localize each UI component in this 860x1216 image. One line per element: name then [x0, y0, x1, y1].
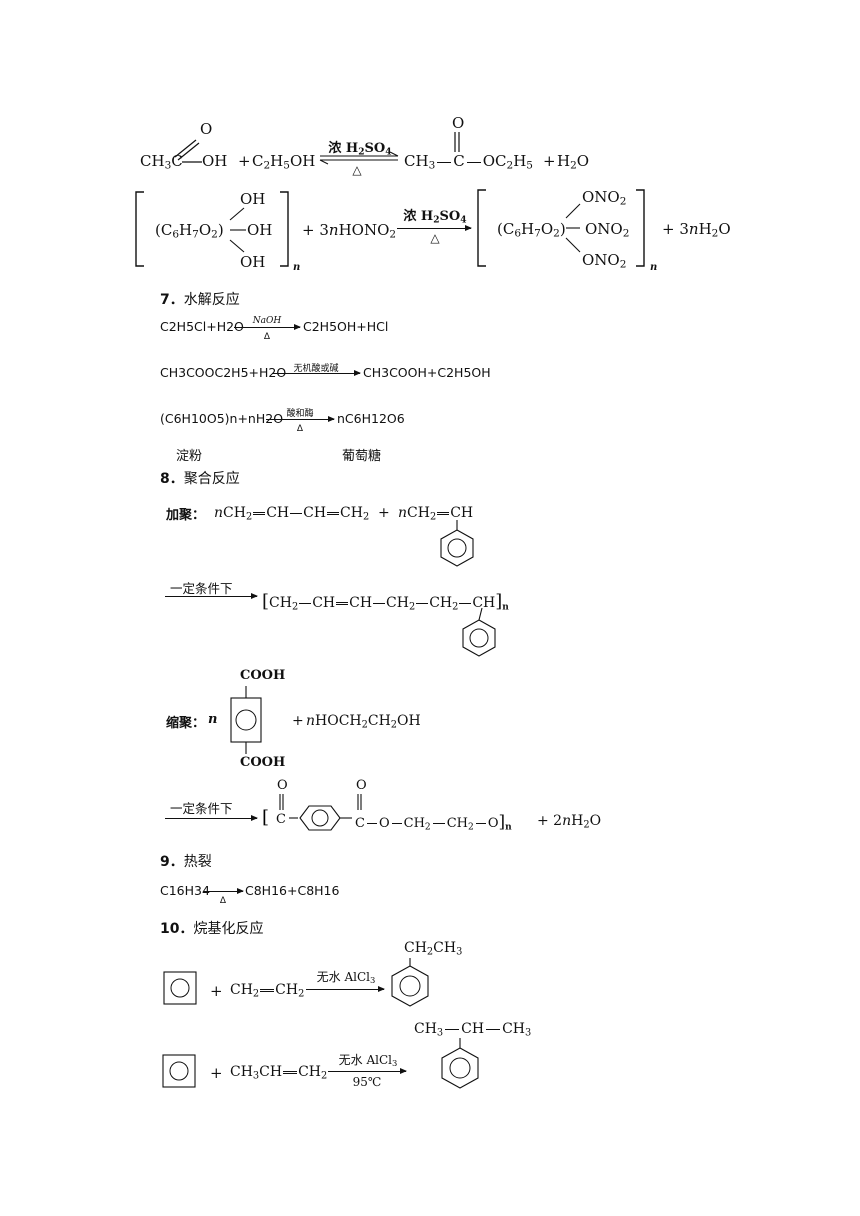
plus-sign: +: [210, 982, 223, 1000]
condition-label: 一定条件下: [170, 801, 233, 816]
hydroxyl-bottom: OH: [240, 253, 266, 271]
reaction-arrow: [234, 324, 301, 330]
benzene-ring-icon: [163, 971, 197, 1005]
starch-reactants: (C6H10O5)n+nH2O: [160, 411, 284, 426]
heat-symbol: △: [430, 231, 440, 245]
catalyst-h2so4: 浓 H2SO4: [403, 209, 467, 226]
carboxyl-bottom: COOH: [240, 755, 286, 770]
ester-double-bond: [454, 132, 460, 152]
heat-symbol: Δ: [263, 332, 271, 342]
heat-symbol: △: [352, 163, 362, 177]
carbonyl-oxygen-2: O: [356, 778, 367, 793]
carbonyl-carbon-1: C: [276, 812, 286, 827]
water: H2O: [557, 152, 590, 172]
section-heading: 9．热裂: [160, 854, 212, 870]
reaction-arrow: [397, 225, 472, 231]
benzene-ring-icon: [162, 1054, 196, 1088]
octene-products: C8H16+C8H16: [245, 883, 340, 898]
ester-reactants: CH3COOC2H5+H2O: [160, 365, 287, 380]
acetic-acid-bonds: [174, 139, 202, 163]
condensation-label: 缩聚：: [166, 716, 206, 731]
hydroxyl-middle: OH: [247, 221, 273, 239]
label-glucose: 葡萄糖: [342, 449, 382, 464]
heat-symbol: Δ: [219, 896, 227, 906]
reaction-arrow: [272, 370, 361, 376]
label-starch: 淀粉: [176, 449, 203, 464]
condition-acid-or-base: 无机酸或碱: [293, 364, 339, 374]
repeat-n: n: [650, 262, 658, 273]
acetic-acid-oh: OH: [202, 152, 228, 170]
plus-sign: +: [210, 1064, 223, 1082]
nitrate-middle: ONO2: [585, 220, 630, 240]
plus-sign: +: [543, 152, 556, 170]
benzene-ring-icon: [441, 1038, 479, 1089]
glucose-product: nC6H12O6: [337, 411, 405, 426]
glucose-unit: (C6H7O2): [497, 220, 566, 240]
catalyst-alcl3: 无水 AlCl3: [338, 1053, 398, 1069]
equilibrium-arrow: [319, 151, 399, 165]
ethanol: C2H5OH: [252, 152, 316, 172]
carbonyl-oxygen-1: O: [277, 778, 288, 793]
ethanol-products: C2H5OH+HCl: [303, 319, 389, 334]
glucose-unit: (C6H7O2): [155, 221, 224, 241]
addition-label: 加聚：: [166, 508, 206, 523]
polyester-backbone: [: [262, 794, 362, 831]
reaction-arrow: [165, 593, 258, 599]
right-bracket-product: [477, 189, 645, 267]
benzene-ring-icon: [230, 686, 262, 754]
nitrate-bottom: ONO2: [582, 251, 627, 271]
coefficient-n: n: [208, 712, 218, 727]
condition-label: 一定条件下: [170, 581, 233, 596]
hexadecane: C16H34: [160, 883, 210, 898]
ethyl-chloride-reactants: C2H5Cl+H2O: [160, 319, 244, 334]
nitrate-top: ONO2: [582, 188, 627, 208]
carboxyl-top: COOH: [240, 668, 286, 683]
condition-acid-enzyme: 酸和酶: [286, 409, 314, 419]
temperature-condition: 95℃: [352, 1075, 382, 1089]
section-heading: 8．聚合反应: [160, 471, 240, 487]
ethyl-group: CH2CH3: [404, 940, 463, 958]
heat-symbol: Δ: [296, 424, 304, 434]
section-heading: 10．烷基化反应: [160, 921, 264, 937]
water: + 3nH2O: [662, 220, 731, 240]
plus-sign: +: [378, 505, 390, 521]
condition-naoh: NaOH: [252, 316, 282, 326]
benzene-ring-icon: [462, 607, 496, 657]
svg-text:[: [: [262, 807, 269, 828]
catalyst-alcl3: 无水 AlCl3: [316, 970, 376, 986]
section-heading: 7．水解反应: [160, 292, 240, 308]
acetic-acid-methyl: CH3C: [140, 152, 183, 172]
benzene-ring-icon: [440, 520, 474, 567]
hydroxyl-top: OH: [240, 190, 266, 208]
reaction-arrow: [306, 986, 385, 992]
ester-carbonyl-oxygen: O: [452, 114, 465, 132]
ethylene-glycol: nHOCH2CH2OH: [306, 713, 421, 731]
repeat-n: n: [293, 262, 301, 273]
catalyst-h2so4: 浓 H2SO4: [328, 141, 392, 158]
carbonyl-oxygen: O: [200, 120, 213, 138]
plus-sign: +: [238, 152, 251, 170]
plus-sign: +: [292, 713, 304, 729]
reaction-arrow: [266, 416, 335, 422]
benzene-ring-icon: [391, 958, 429, 1007]
water: + 2nH2O: [537, 813, 602, 831]
acid-alcohol-products: CH3COOH+C2H5OH: [363, 365, 491, 380]
left-bracket-reactant: [135, 191, 289, 267]
nitric-acid: + 3nHONO2: [302, 221, 397, 241]
reaction-arrow: [328, 1068, 407, 1074]
reaction-arrow: [165, 815, 258, 821]
reaction-arrow: [203, 888, 244, 894]
